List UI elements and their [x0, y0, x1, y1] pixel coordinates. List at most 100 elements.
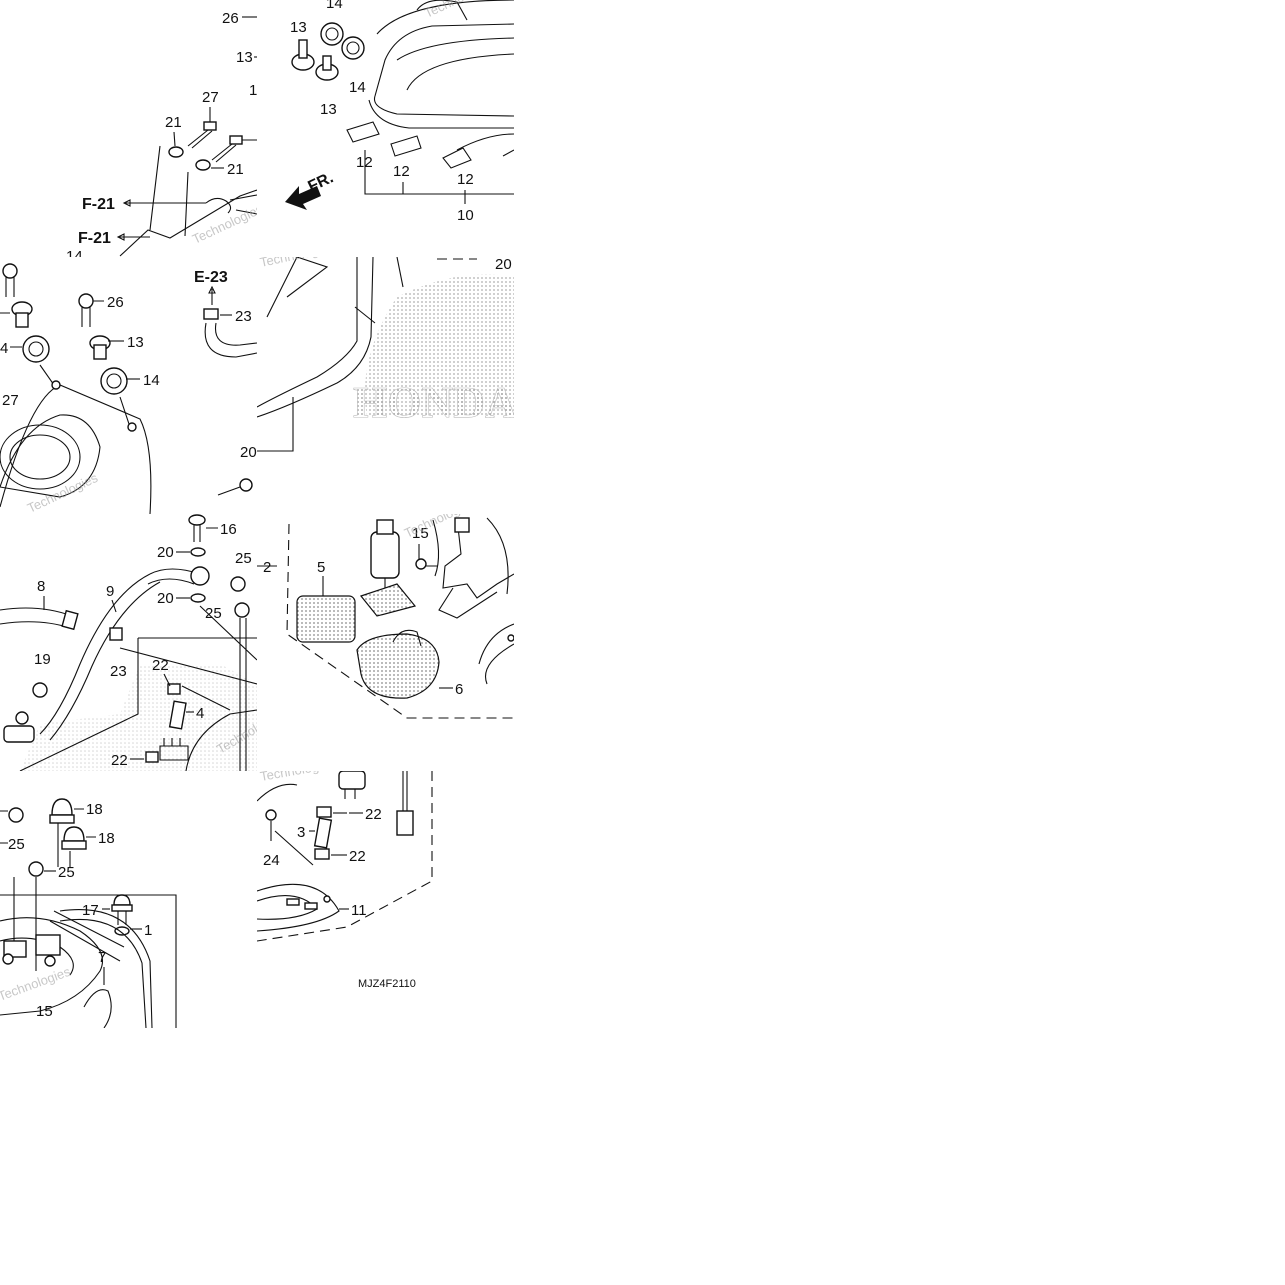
callout-9: 9 — [106, 583, 114, 600]
watermark-text: Technologies — [190, 201, 257, 247]
collar-icon — [291, 39, 339, 81]
callout-18: 18 — [86, 801, 103, 818]
ref-f21: F-21 — [82, 196, 115, 213]
callout-20: 20 — [157, 544, 174, 561]
fuel-tank-icon — [257, 257, 477, 418]
callout-12: 12 — [457, 171, 474, 188]
diagram-tile-3: 4 26 13 14 27 — [0, 257, 257, 514]
diagram-tile-2: 14 13 13 14 — [257, 0, 514, 257]
setting-plate-icon — [0, 917, 104, 1016]
callout-25: 25 — [235, 550, 252, 567]
bolt-icon — [187, 121, 217, 149]
callout-22: 22 — [152, 657, 169, 674]
tank-flange-icon — [0, 380, 152, 514]
washer-icon — [239, 478, 253, 492]
clamp-icon — [316, 806, 332, 818]
front-mark: FR. — [306, 169, 337, 195]
ref-f21: F-21 — [78, 230, 111, 247]
pad-icon — [346, 121, 472, 169]
callout-13: 13 — [236, 49, 253, 66]
diagram-tile-5: 16 20 25 8 9 20 25 — [0, 514, 257, 771]
setting-plate-icon — [257, 883, 340, 932]
callout-18: 18 — [98, 830, 115, 847]
fuel-tank-icon — [368, 0, 514, 129]
diagram-code-label: MJZ4F2110 — [358, 978, 416, 990]
callout-22: 22 — [111, 752, 128, 769]
diagram-tile-6: 2 5 15 6 — [257, 514, 514, 771]
callout-6: 6 — [455, 681, 463, 698]
callout-20: 20 — [157, 590, 174, 607]
clamp-icon — [145, 751, 159, 763]
fuel-hose-icon — [0, 566, 210, 743]
filter-icon — [296, 595, 356, 643]
fuel-pump-icon — [359, 519, 417, 617]
callout-20: 20 — [495, 257, 512, 273]
callout-21: 21 — [165, 114, 182, 131]
bolt-icon — [211, 135, 257, 163]
callout-3: 3 — [297, 824, 305, 841]
callout-27: 27 — [202, 89, 219, 106]
callout-7: 7 — [98, 949, 106, 966]
screw-icon — [265, 809, 277, 841]
cap-nut-icon — [49, 798, 87, 850]
callout-14: 14 — [349, 79, 366, 96]
washer-icon — [190, 547, 206, 557]
callout-27: 27 — [2, 392, 19, 409]
nut-icon — [230, 576, 250, 618]
washer-icon — [15, 711, 29, 725]
strainer-icon — [356, 633, 440, 699]
callout-4: 4 — [0, 340, 8, 357]
hose-clip-icon — [203, 308, 257, 358]
watermark-text: Technologies — [25, 470, 101, 514]
callout-13: 13 — [290, 19, 307, 36]
pump-outlet-icon — [338, 771, 414, 836]
callout-12: 12 — [393, 163, 410, 180]
watermark-text: Technologies — [259, 257, 337, 270]
diagram-tile-7: 18 18 25 25 17 1 — [0, 771, 257, 1028]
diagram-tile-4: HONDA 20 Technologies — [257, 257, 514, 514]
ref-e23: E-23 — [194, 269, 228, 286]
clamp-icon — [167, 683, 181, 695]
setting-plate-icon — [478, 623, 514, 685]
callout-13: 13 — [127, 334, 144, 351]
screw-icon — [415, 519, 440, 577]
front-arrow-icon — [285, 186, 321, 210]
washer-icon — [168, 146, 184, 158]
clamp-icon — [314, 848, 330, 860]
callout-5: 5 — [317, 559, 325, 576]
washer-icon — [190, 593, 206, 603]
callout-25: 25 — [8, 836, 25, 853]
callout-2: 2 — [263, 559, 271, 576]
diagram-tile-1: 26 13 14 27 21 21 F-21 — [0, 0, 257, 257]
callout-16: 16 — [220, 521, 237, 538]
grommet-icon — [320, 22, 365, 60]
tube-icon — [168, 700, 187, 730]
washer-icon — [195, 159, 211, 171]
callout-23: 23 — [235, 308, 252, 325]
callout-14: 14 — [143, 372, 160, 389]
callout-13: 13 — [320, 101, 337, 118]
callout-23: 23 — [110, 663, 127, 680]
tube-icon — [313, 817, 333, 849]
callout-4: 4 — [196, 705, 204, 722]
callout-15: 15 — [36, 1003, 53, 1020]
callout-10: 10 — [457, 207, 474, 224]
callout-20: 20 — [240, 444, 257, 461]
callout-26: 26 — [107, 294, 124, 311]
callout-14: 14 — [326, 0, 343, 12]
callout-11: 11 — [351, 902, 367, 919]
callout-25: 25 — [205, 605, 222, 622]
callout-8: 8 — [37, 578, 45, 595]
bolt-icon — [111, 894, 133, 925]
nut-icon — [8, 807, 24, 823]
watermark-text: Technologies — [422, 0, 498, 21]
screw-icon — [188, 514, 218, 542]
nut-icon — [28, 861, 44, 877]
callout-1: 1 — [144, 922, 152, 939]
callout-19: 19 — [34, 651, 51, 668]
callout-22: 22 — [349, 848, 366, 865]
callout-25: 25 — [58, 864, 75, 881]
callout-22: 22 — [365, 806, 382, 823]
o-ring-icon — [114, 926, 130, 936]
